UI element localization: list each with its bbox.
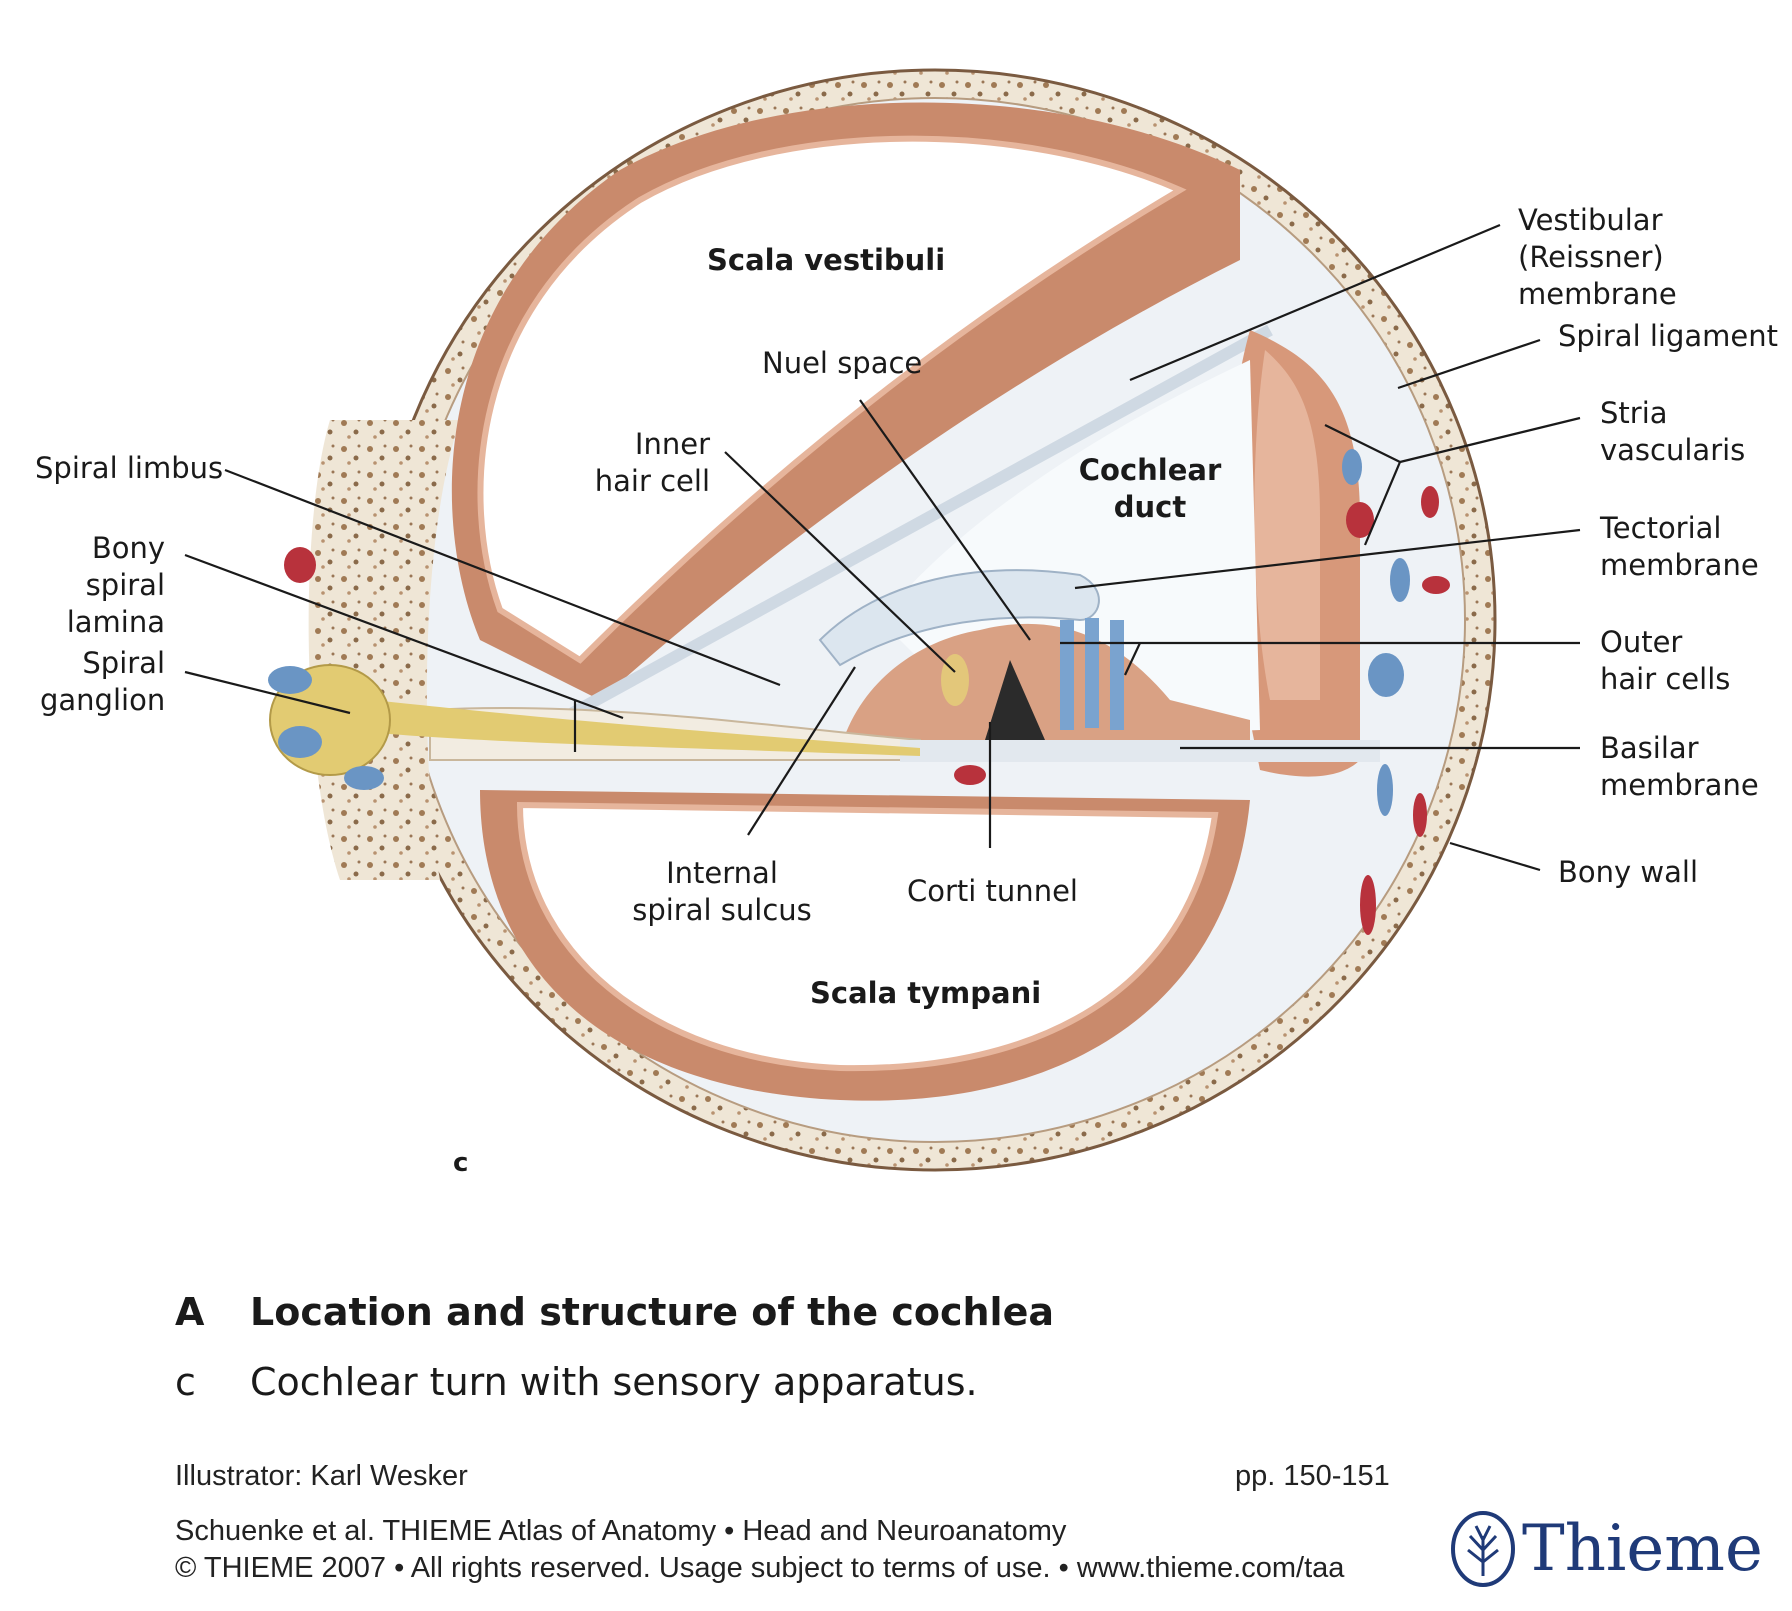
footer-source: Schuenke et al. THIEME Atlas of Anatomy … [175, 1515, 1067, 1547]
corti-tunnel-shape [985, 660, 1045, 740]
blood-vessels [268, 449, 1450, 935]
panel-letter: c [453, 1148, 469, 1178]
label-cochlear-duct: Cochlear duct [1078, 453, 1222, 524]
label-basilar-membrane: Basilar membrane [1600, 731, 1759, 802]
label-inner-hair-cell: Inner hair cell [594, 427, 710, 498]
caption-subtitle: Cochlear turn with sensory apparatus. [250, 1360, 978, 1404]
leader-lines [184, 223, 1581, 872]
footer-illustrator: Illustrator: Karl Wesker [175, 1460, 468, 1492]
label-internal-spiral-sulcus: Internal spiral sulcus [632, 856, 812, 927]
organ-of-corti [840, 623, 1250, 760]
outer-hair-cells [1060, 618, 1124, 730]
basilar-membrane-shape [900, 740, 1380, 762]
reissner-membrane [557, 324, 1273, 726]
label-corti-tunnel: Corti tunnel [907, 874, 1078, 908]
caption-title: Location and structure of the cochlea [250, 1290, 1054, 1334]
tectorial-membrane [818, 569, 1100, 667]
label-scala-tympani: Scala tympani [810, 976, 1042, 1010]
nerve-fibers [290, 690, 920, 756]
thieme-logo-text: Thieme [1522, 1512, 1763, 1586]
label-tectorial-membrane: Tectorial membrane [1600, 511, 1759, 582]
caption-letter-c: c [175, 1360, 196, 1404]
scala-tympani-space [516, 801, 1219, 1072]
stria-vascularis-tissue [1254, 350, 1320, 700]
label-spiral-ganglion: Spiral ganglion [40, 646, 166, 717]
footer-copyright: © THIEME 2007 • All rights reserved. Usa… [175, 1552, 1345, 1584]
label-scala-vestibuli: Scala vestibuli [707, 243, 946, 277]
inner-hair-cell [941, 654, 969, 706]
label-stria-vascularis: Stria vascularis [1600, 396, 1746, 467]
label-outer-hair-cells: Outer hair cells [1600, 625, 1731, 696]
label-vestibular-membrane: Vestibular (Reissner) membrane [1518, 203, 1677, 311]
footer-pages: pp. 150-151 [1235, 1460, 1390, 1492]
label-bony-spiral-lamina: Bony spiral lamina [66, 531, 165, 639]
scala-vestibuli-space [477, 135, 1187, 664]
thieme-logo-icon [1451, 1511, 1515, 1587]
label-bony-wall: Bony wall [1558, 855, 1699, 889]
caption-letter-a: A [175, 1290, 205, 1334]
label-nuel-space: Nuel space [762, 346, 923, 380]
label-spiral-limbus: Spiral limbus [35, 451, 224, 485]
label-spiral-ligament: Spiral ligament [1558, 319, 1778, 353]
